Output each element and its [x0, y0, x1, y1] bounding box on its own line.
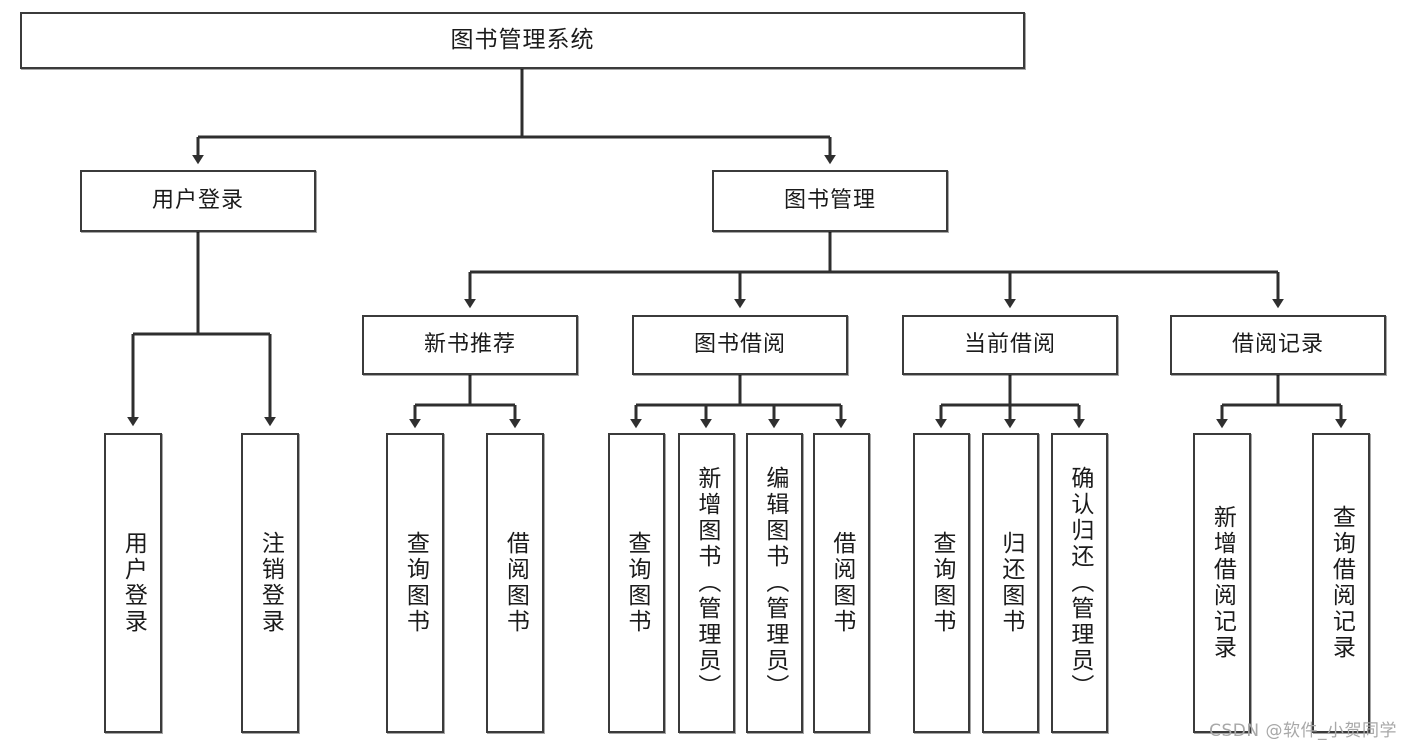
node-new-book-recommend[interactable]: 新书推荐 [362, 315, 578, 375]
node-label: 图书管理 [783, 187, 876, 213]
node-leaf-query-book-current[interactable]: 查询图书 [913, 433, 970, 733]
node-leaf-add-borrow-record[interactable]: 新增借阅记录 [1193, 433, 1251, 733]
node-label: 用户登录 [151, 187, 244, 213]
node-label: 查询图书 [402, 531, 429, 635]
node-leaf-borrow-book[interactable]: 借阅图书 [813, 433, 870, 733]
node-label: 借阅图书 [828, 531, 855, 635]
node-leaf-edit-book-admin[interactable]: 编辑图书（管理员） [746, 433, 803, 733]
node-label: 新增图书（管理员） [693, 466, 720, 700]
node-label: 查询图书 [928, 531, 955, 635]
node-label: 图书借阅 [693, 331, 786, 357]
node-label: 查询图书 [623, 531, 650, 635]
csdn-watermark: CSDN @软件_小贺同学 [1209, 721, 1397, 741]
node-label: 查询借阅记录 [1328, 505, 1355, 661]
node-label: 新增借阅记录 [1209, 505, 1236, 661]
node-label: 归还图书 [997, 531, 1024, 635]
node-label: 新书推荐 [423, 331, 516, 357]
node-label: 当前借阅 [963, 331, 1056, 357]
node-label: 用户登录 [120, 531, 147, 635]
node-label: 图书管理系统 [450, 27, 595, 54]
node-label: 借阅记录 [1231, 331, 1324, 357]
node-leaf-borrow-book-recommend[interactable]: 借阅图书 [486, 433, 544, 733]
node-borrow-record[interactable]: 借阅记录 [1170, 315, 1386, 375]
node-current-borrow[interactable]: 当前借阅 [902, 315, 1118, 375]
node-leaf-query-borrow-record[interactable]: 查询借阅记录 [1312, 433, 1370, 733]
node-leaf-user-login[interactable]: 用户登录 [104, 433, 162, 733]
node-label: 注销登录 [257, 531, 284, 635]
node-book-borrow[interactable]: 图书借阅 [632, 315, 848, 375]
node-root-book-management-system[interactable]: 图书管理系统 [20, 12, 1025, 69]
node-label: 借阅图书 [502, 531, 529, 635]
node-leaf-logout[interactable]: 注销登录 [241, 433, 299, 733]
node-user-login[interactable]: 用户登录 [80, 170, 316, 232]
node-leaf-query-book-borrow[interactable]: 查询图书 [608, 433, 665, 733]
node-leaf-return-book[interactable]: 归还图书 [982, 433, 1039, 733]
node-leaf-confirm-return-admin[interactable]: 确认归还（管理员） [1051, 433, 1108, 733]
node-leaf-query-book-recommend[interactable]: 查询图书 [386, 433, 444, 733]
node-label: 确认归还（管理员） [1066, 466, 1093, 700]
node-book-management[interactable]: 图书管理 [712, 170, 948, 232]
node-leaf-add-book-admin[interactable]: 新增图书（管理员） [678, 433, 735, 733]
node-label: 编辑图书（管理员） [761, 466, 788, 700]
